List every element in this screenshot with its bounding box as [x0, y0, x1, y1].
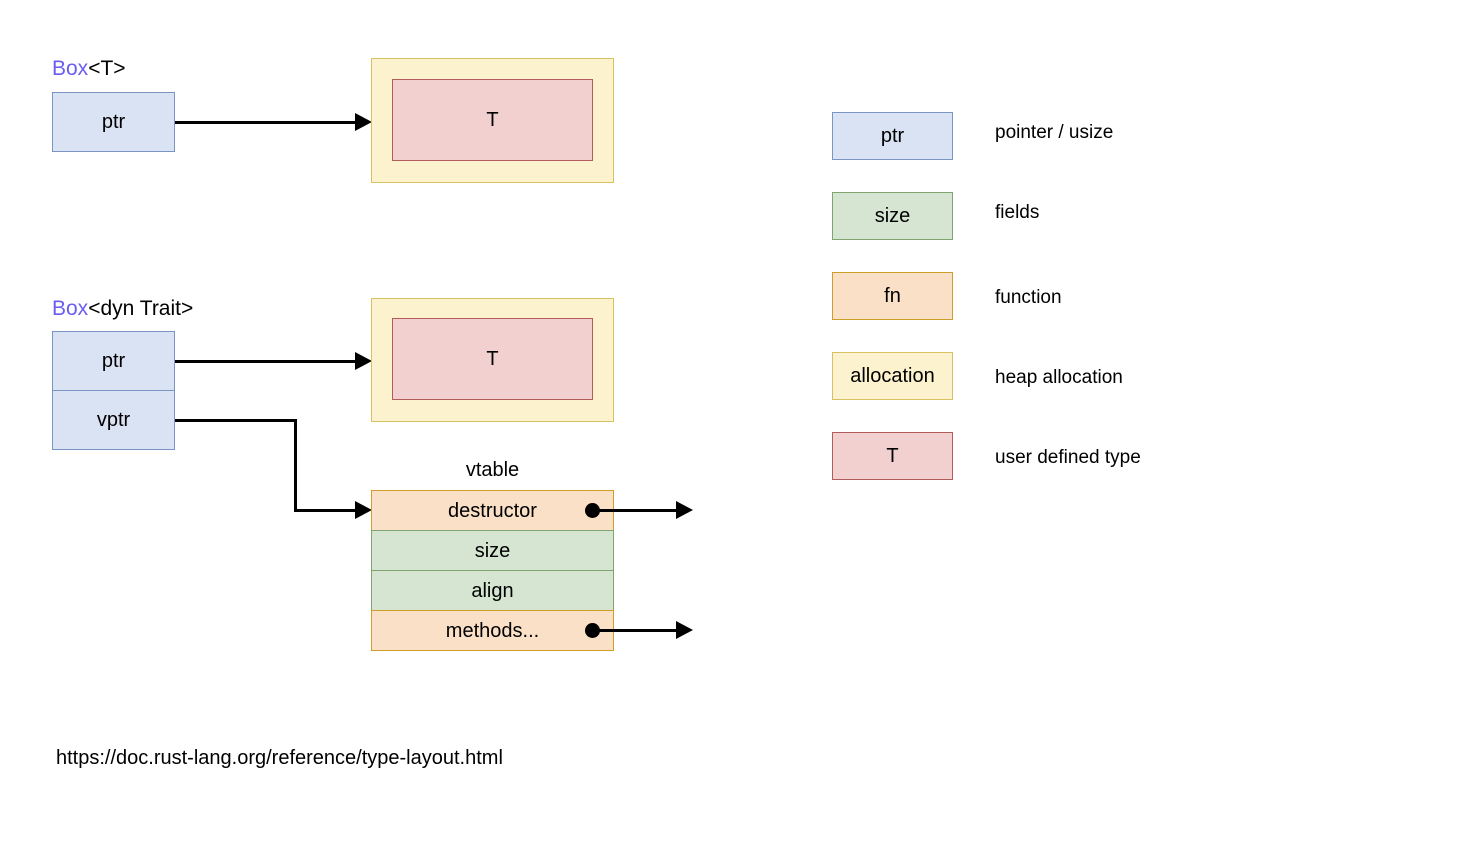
source-url-text: https://doc.rust-lang.org/reference/type…: [56, 747, 503, 769]
legend-description-type: user defined type: [995, 447, 1141, 468]
box-t-ptr-label: ptr: [101, 111, 126, 133]
vptr-arrow-segment-vertical: [294, 419, 297, 511]
legend-swatch-allocation-label: allocation: [850, 365, 935, 387]
vptr-arrow-segment-horizontal-top: [175, 419, 297, 422]
box-t-ptr-arrowhead: [355, 113, 372, 131]
vtable-row-destructor-label: destructor: [448, 499, 537, 522]
box-t-ptr-cell[interactable]: ptr: [52, 92, 175, 152]
legend-description-function: function: [995, 287, 1062, 308]
vtable-row-align-label: align: [471, 579, 514, 602]
box-t-type-label: Box<T>: [52, 58, 126, 79]
legend-swatch-function-label: fn: [884, 285, 901, 307]
legend-swatch-allocation: allocation: [832, 352, 953, 400]
box-dyn-trait-type-label: Box<dyn Trait>: [52, 298, 193, 319]
box-dyn-trait-vptr-cell[interactable]: vptr: [52, 390, 175, 450]
vtable-row-size-label: size: [474, 539, 511, 562]
vtable-destructor-fn-pointer-line: [592, 509, 678, 512]
vtable-methods-fn-pointer-line: [592, 629, 678, 632]
box-dyn-trait-ptr-cell[interactable]: ptr: [52, 331, 175, 391]
box-dyn-trait-ptr-arrow-line: [175, 360, 357, 363]
legend-description-allocation: heap allocation: [995, 367, 1123, 388]
vtable-destructor-fn-pointer-arrowhead: [676, 501, 693, 519]
vtable-row-destructor[interactable]: destructor: [371, 490, 614, 531]
box-dyn-trait-type-letter: T: [486, 348, 499, 370]
legend-swatch-fields-label: size: [874, 205, 911, 227]
box-t-keyword: Box: [52, 57, 89, 80]
box-t-generic: <T>: [88, 57, 126, 80]
legend-swatch-type: T: [832, 432, 953, 480]
vtable-caption: vtable: [465, 459, 520, 481]
box-dyn-trait-keyword: Box: [52, 297, 89, 320]
legend-swatch-function: fn: [832, 272, 953, 320]
vptr-arrowhead: [355, 501, 372, 519]
box-dyn-trait-generic: <dyn Trait>: [88, 297, 194, 320]
box-dyn-trait-allocation-inner-type: T: [392, 318, 593, 400]
box-t-ptr-arrow-line: [175, 121, 357, 124]
legend-description-pointer: pointer / usize: [995, 122, 1114, 143]
vptr-arrow-segment-horizontal-bottom: [294, 509, 357, 512]
legend-swatch-pointer-label: ptr: [880, 125, 905, 147]
vtable-row-methods-label: methods...: [445, 619, 540, 642]
box-dyn-trait-vptr-label: vptr: [96, 409, 131, 431]
box-dyn-trait-ptr-arrowhead: [355, 352, 372, 370]
vtable-row-size[interactable]: size: [371, 530, 614, 571]
legend-swatch-fields: size: [832, 192, 953, 240]
legend-swatch-type-label: T: [886, 445, 899, 467]
box-t-allocation-inner-type: T: [392, 79, 593, 161]
legend-swatch-pointer: ptr: [832, 112, 953, 160]
legend-description-fields: fields: [995, 202, 1040, 223]
box-t-type-letter: T: [486, 109, 499, 131]
vtable-row-align[interactable]: align: [371, 570, 614, 611]
box-dyn-trait-ptr-label: ptr: [101, 350, 126, 372]
vtable-row-methods[interactable]: methods...: [371, 610, 614, 651]
vtable-methods-fn-pointer-arrowhead: [676, 621, 693, 639]
